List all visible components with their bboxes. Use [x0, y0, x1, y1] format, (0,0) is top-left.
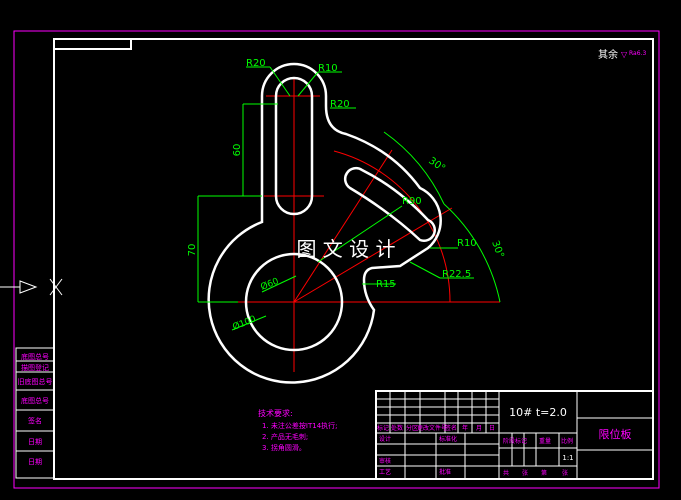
center-lines — [224, 78, 500, 372]
side-label-4: 签名 — [28, 416, 42, 425]
side-label-3: 底图总号 — [21, 396, 49, 405]
outer-frame — [13, 30, 660, 489]
surface-finish-value: Ra6.3 — [629, 50, 646, 57]
mid-label-0: 阶段标记 — [503, 437, 527, 445]
hook-hole — [244, 252, 344, 352]
rev-header-5: 年 — [462, 424, 468, 432]
side-label-5: 日期 — [28, 438, 42, 446]
part-outline — [207, 62, 442, 384]
dim-len-60: 60 — [232, 144, 243, 157]
mid-label-2: 比例 — [561, 437, 573, 445]
sheet-label-0: 共 — [503, 469, 509, 477]
standardization-label-0: 标准化 — [439, 435, 457, 443]
cursor-crosshair-icon — [0, 278, 63, 296]
approval-label-2: 工艺 — [379, 468, 391, 476]
rev-header-1: 处数 — [391, 424, 403, 432]
notes-item-1: 2. 产品无毛刺; — [262, 432, 308, 441]
rev-header-7: 日 — [489, 425, 495, 432]
scale-value: 1:1 — [562, 454, 573, 462]
dim-r10-right: R10 — [457, 238, 477, 249]
dim-angle-30-inner: 30° — [426, 155, 447, 174]
surface-finish-symbol: ▽ — [621, 50, 628, 59]
rev-header-4: 签名 — [445, 424, 457, 432]
approval-label-1: 审核 — [379, 457, 391, 465]
sheet-label-3: 张 — [562, 469, 568, 477]
dim-angle-30-outer: 30° — [489, 239, 505, 259]
dim-r20-right: R20 — [330, 99, 350, 110]
side-label-0: 底图总号 — [21, 352, 49, 361]
surface-finish-prefix: 其余 — [598, 48, 618, 61]
dim-r22-5: R22.5 — [442, 269, 471, 280]
sheet-label-2: 第 — [541, 469, 547, 477]
side-label-1: 描图登记 — [21, 363, 49, 372]
part-name: 限位板 — [599, 427, 632, 441]
side-label-6: 日期 — [28, 458, 42, 466]
inner-border — [53, 38, 654, 480]
standardization-label-1: 批准 — [439, 468, 451, 476]
approval-label-0: 设计 — [379, 435, 391, 443]
rev-header-0: 标记 — [377, 424, 389, 432]
dimension-lines — [197, 66, 501, 331]
material-spec: 10# t=2.0 — [509, 406, 567, 419]
arc-slot — [343, 166, 437, 242]
side-label-2: 旧底图总号 — [18, 377, 53, 386]
notes-title: 技术要求: — [258, 408, 293, 418]
rev-header-3: 更改文件号 — [417, 424, 447, 432]
dim-r10-top: R10 — [318, 63, 338, 74]
notes-item-0: 1. 未注公差按IT14执行; — [262, 421, 338, 430]
watermark-text: 图 文 设 计 — [296, 237, 395, 261]
surface-finish-note: 其余 ▽ Ra6.3 — [598, 48, 646, 61]
rev-header-2: 分区 — [406, 424, 418, 432]
rev-header-6: 月 — [476, 425, 482, 432]
title-block: 10# t=2.0 限位板 标记 处数 分区 更改文件号 签名 年 月 日 设计… — [375, 390, 654, 480]
technical-notes: 技术要求: 1. 未注公差按IT14执行; 2. 产品无毛刺; 3. 拐角圆滑。 — [258, 408, 338, 452]
notes-item-2: 3. 拐角圆滑。 — [262, 443, 306, 452]
dim-d60: Ø60 — [259, 276, 281, 293]
side-label-column: 底图总号 描图登记 旧底图总号 底图总号 签名 日期 日期 — [15, 347, 55, 479]
upper-slot — [274, 76, 314, 216]
sheet-label-1: 张 — [522, 469, 528, 477]
dim-len-70: 70 — [187, 244, 198, 257]
dim-r15: R15 — [376, 279, 396, 290]
dim-r90: R90 — [402, 196, 422, 207]
drawing-number-box — [54, 39, 132, 50]
dim-r20-top: R20 — [246, 58, 266, 69]
mid-label-1: 重量 — [539, 437, 551, 445]
